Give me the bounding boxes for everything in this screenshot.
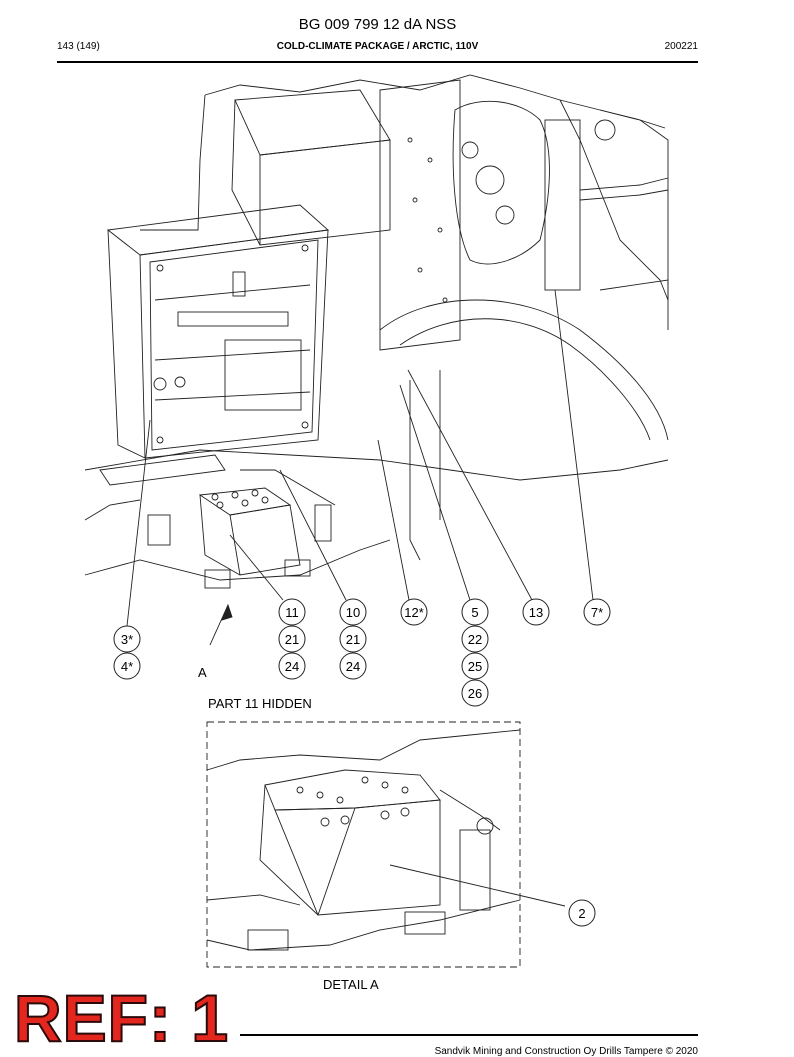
footer-copyright: Sandvik Mining and Construction Oy Drill… (434, 1046, 698, 1057)
document-date: 200221 (664, 41, 698, 52)
callout-13: 13 (529, 605, 543, 620)
callout-10: 10 (346, 605, 360, 620)
view-a-label: A (198, 665, 207, 680)
page-title: COLD-CLIMATE PACKAGE / ARCTIC, 110V (276, 41, 479, 52)
callout-26: 26 (468, 686, 482, 701)
footer-divider (240, 1034, 698, 1036)
callout-21-a: 21 (285, 632, 299, 647)
callout-25: 25 (468, 659, 482, 674)
part-hidden-note: PART 11 HIDDEN (208, 696, 312, 711)
detail-a-view (206, 721, 521, 968)
callout-3: 3* (121, 632, 133, 647)
callout-11: 11 (285, 605, 299, 620)
callout-5: 5 (471, 605, 478, 620)
callout-24-a: 24 (285, 659, 299, 674)
callout-7: 7* (591, 605, 603, 620)
callout-24-b: 24 (346, 659, 360, 674)
callout-12: 12* (404, 605, 424, 620)
ref-stamp: REF: 1 (13, 981, 230, 1055)
header-divider (57, 61, 698, 63)
detail-a-caption: DETAIL A (323, 977, 379, 992)
callout-22: 22 (468, 632, 482, 647)
view-arrow-a (209, 603, 233, 646)
page-number: 143 (149) (57, 41, 100, 52)
callout-21-b: 21 (346, 632, 360, 647)
electrical-cabinet-illustration (106, 204, 330, 459)
battery-tray-illustration (99, 454, 336, 589)
document-number: BG 009 799 12 dA NSS (298, 16, 457, 33)
machine-frame-illustration (84, 74, 669, 581)
callout-4: 4* (121, 659, 133, 674)
callout-2: 2 (578, 906, 585, 921)
leader-lines (126, 289, 594, 907)
